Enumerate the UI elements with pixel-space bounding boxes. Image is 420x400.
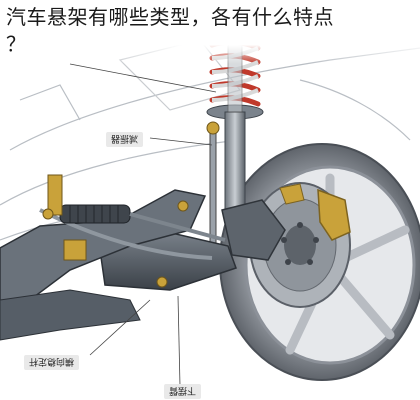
headline: 汽车悬架有哪些类型，各有什么特点 ？ [6,4,418,58]
callout-lower-arm: 下摆臂 [164,384,202,399]
callout-lateral-rod: 横向稳定杆 [24,355,80,370]
leader-lines [69,63,217,387]
headline-backdrop [0,0,420,64]
headline-line-2: ？ [6,32,27,56]
anti-roll-bar [39,208,213,260]
headline-line-1: 汽车悬架有哪些类型，各有什么特点 [6,5,334,29]
steering-rack [47,174,226,261]
callout-damper: 减振器 [106,132,144,147]
wheel [219,143,420,381]
